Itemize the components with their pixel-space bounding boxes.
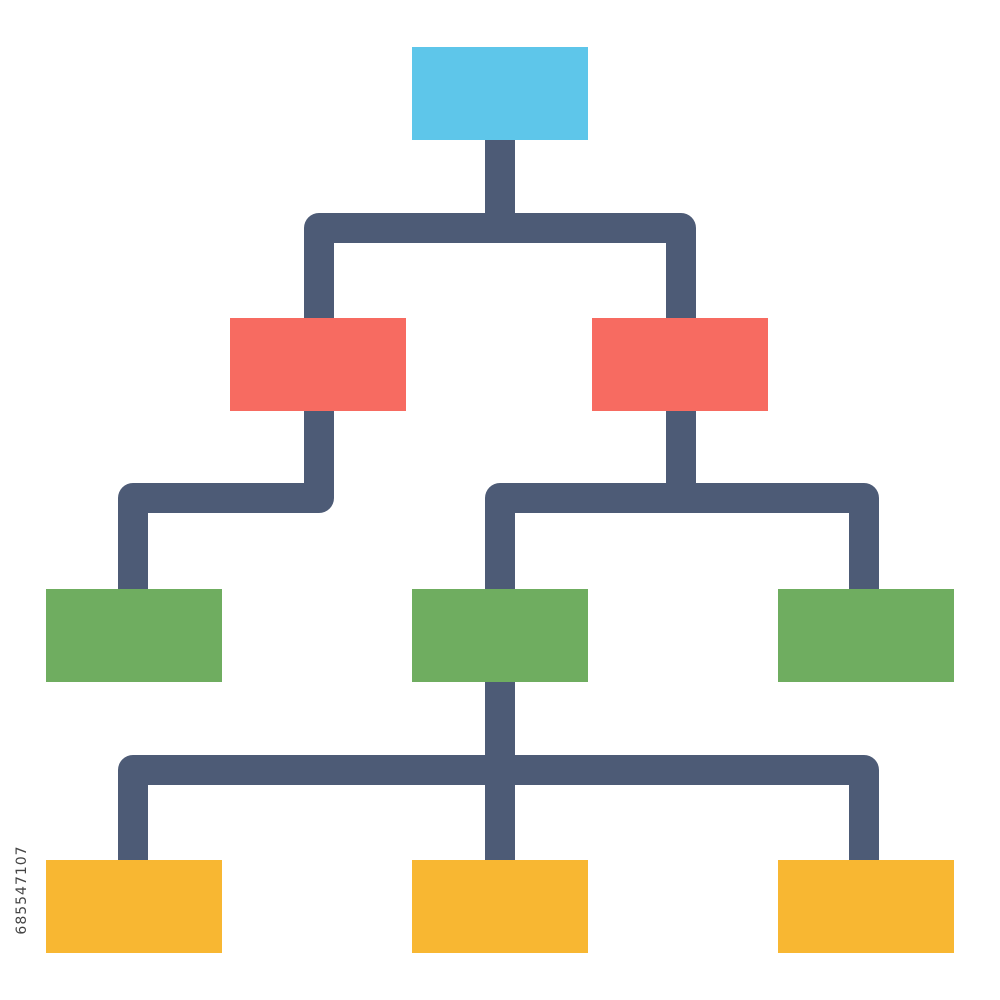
connector-lines — [118, 138, 879, 862]
node-mid-right — [592, 318, 768, 411]
node-boxes — [46, 47, 954, 953]
connector-lower-center-to-level-4 — [118, 680, 879, 862]
node-lower-center — [412, 589, 588, 682]
node-bottom-center — [412, 860, 588, 953]
stock-image-id: 685547107 — [14, 845, 30, 935]
node-mid-left — [230, 318, 406, 411]
connector-mid-left-to-lower-left — [118, 410, 334, 590]
node-root — [412, 47, 588, 140]
node-lower-left — [46, 589, 222, 682]
connector-mid-right-to-level-3 — [485, 410, 879, 590]
node-bottom-right — [778, 860, 954, 953]
node-bottom-left — [46, 860, 222, 953]
connector-root-to-level-2 — [304, 138, 696, 320]
node-lower-right — [778, 589, 954, 682]
